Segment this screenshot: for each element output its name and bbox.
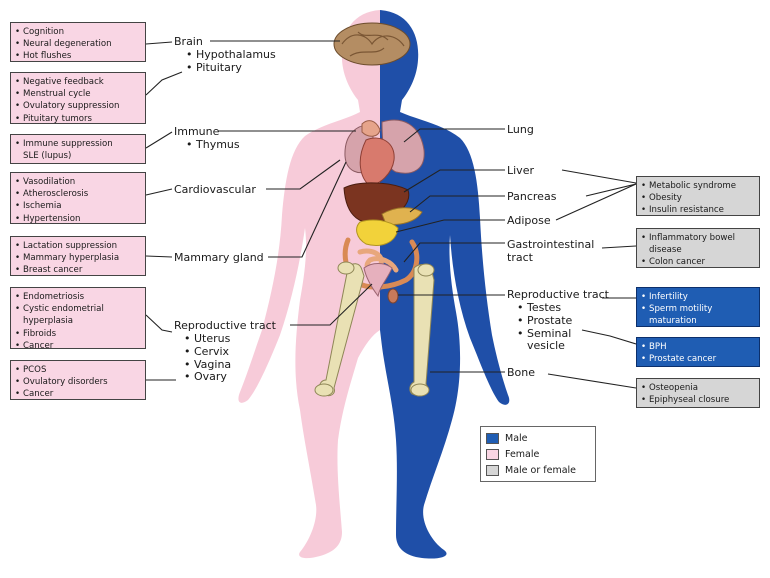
list-item: Testes <box>517 301 597 315</box>
legend-label: Male <box>505 432 528 444</box>
list-item: Hypothalamus <box>186 48 276 62</box>
ovary-effects-box: PCOS Ovulatory disorders Cancer <box>10 360 146 401</box>
testes-effects-box: Infertility Sperm motility maturation <box>636 287 760 327</box>
legend-item-male: Male <box>486 430 590 446</box>
list-item: Pituitary tumors <box>15 113 141 125</box>
list-item: Sperm motility maturation <box>641 303 749 327</box>
brain-illustration <box>333 22 411 66</box>
cardiovascular-label: Cardiovascular <box>174 183 256 196</box>
list-item: Metabolic syndrome <box>641 180 755 192</box>
gi-effects-box: Inflammatory bowel disease Colon cancer <box>636 228 760 269</box>
list-item: Osteopenia <box>641 382 755 394</box>
brain-effects-box: Cognition Neural degeneration Hot flushe… <box>10 22 146 63</box>
list-item: Cancer <box>15 388 141 400</box>
list-item: Cystic endometrial hyperplasia <box>15 303 131 327</box>
female-body-half <box>238 10 380 559</box>
gi-tract-label: Gastrointestinal tract <box>507 238 595 264</box>
neutral-swatch <box>486 464 499 476</box>
list-item: Prostate cancer <box>641 353 755 365</box>
female-swatch <box>486 448 499 460</box>
immune-label: Immune <box>174 125 220 138</box>
list-item: Cervix <box>184 345 231 359</box>
list-item: Hypertension <box>15 213 141 225</box>
legend: Male Female Male or female <box>480 426 596 482</box>
list-item: Infertility <box>641 291 755 303</box>
female-reproductive-label: Reproductive tract <box>174 319 276 332</box>
list-item: Mammary hyperplasia <box>15 252 141 264</box>
list-item: Fibroids <box>15 328 141 340</box>
list-item: Immune suppression SLE (lupus) <box>15 138 131 162</box>
thymus-illustration <box>361 120 381 137</box>
list-item: Seminal vesicle <box>517 327 577 354</box>
metabolic-effects-box: Metabolic syndrome Obesity Insulin resis… <box>636 176 760 217</box>
list-item: Epiphyseal closure <box>641 394 755 406</box>
legend-item-female: Female <box>486 446 590 462</box>
list-item: Neural degeneration <box>15 38 141 50</box>
list-item: Vagina <box>184 358 231 372</box>
list-item: Atherosclerosis <box>15 188 141 200</box>
legend-item-either: Male or female <box>486 462 590 478</box>
immune-effects-box: Immune suppression SLE (lupus) <box>10 134 146 164</box>
brain-label: Brain <box>174 35 203 48</box>
pituitary-effects-box: Negative feedback Menstrual cycle Ovulat… <box>10 72 146 125</box>
list-item: Ischemia <box>15 200 141 212</box>
list-item: Hot flushes <box>15 50 141 62</box>
heart-illustration <box>359 137 395 187</box>
immune-sub-list: Thymus <box>186 138 240 152</box>
female-reproductive-sub-list: Uterus Cervix Vagina Ovary <box>184 332 231 384</box>
list-item: Endometriosis <box>15 291 141 303</box>
lung-label: Lung <box>507 123 534 136</box>
list-item: Thymus <box>186 138 240 152</box>
prostate-effects-box: BPH Prostate cancer <box>636 337 760 367</box>
list-item: Obesity <box>641 192 755 204</box>
male-reproductive-label: Reproductive tract <box>507 288 609 301</box>
list-item: Menstrual cycle <box>15 88 141 100</box>
list-item: Uterus <box>184 332 231 346</box>
bone-illustration <box>314 261 435 397</box>
list-item: PCOS <box>15 364 141 376</box>
brain-sub-list: Hypothalamus Pituitary <box>186 48 276 75</box>
legend-label: Male or female <box>505 464 577 476</box>
connector-lines <box>145 40 637 389</box>
list-item: Ovulatory disorders <box>15 376 141 388</box>
list-item: Ovulatory suppression <box>15 100 141 112</box>
list-item: Negative feedback <box>15 76 141 88</box>
legend-label: Female <box>505 448 540 460</box>
list-item: Colon cancer <box>641 256 755 268</box>
adipose-illustration <box>356 219 399 246</box>
list-item: Pituitary <box>186 61 276 75</box>
list-item: Prostate <box>517 314 597 328</box>
cardiovascular-effects-box: Vasodilation Atherosclerosis Ischemia Hy… <box>10 172 146 225</box>
male-swatch <box>486 432 499 444</box>
uterus-effects-box: Endometriosis Cystic endometrial hyperpl… <box>10 287 146 352</box>
mammary-effects-box: Lactation suppression Mammary hyperplasi… <box>10 236 146 277</box>
bone-label: Bone <box>507 366 536 379</box>
list-item: Breast cancer <box>15 264 141 276</box>
list-item: Vasodilation <box>15 176 141 188</box>
list-item: Inflammatory bowel disease <box>641 232 745 256</box>
adipose-label: Adipose <box>507 214 551 227</box>
uterus-illustration <box>363 263 393 298</box>
liver-label: Liver <box>507 164 534 177</box>
bone-effects-box: Osteopenia Epiphyseal closure <box>636 378 760 408</box>
testes-illustration <box>387 288 399 304</box>
list-item: Ovary <box>184 371 231 384</box>
list-item: Cognition <box>15 26 141 38</box>
list-item: Cancer <box>15 340 141 352</box>
list-item: BPH <box>641 341 755 353</box>
male-reproductive-sub-list: Testes Prostate Seminal vesicle <box>517 301 597 354</box>
pancreas-label: Pancreas <box>507 190 557 203</box>
mammary-label: Mammary gland <box>174 251 264 264</box>
list-item: Lactation suppression <box>15 240 141 252</box>
list-item: Insulin resistance <box>641 204 755 216</box>
